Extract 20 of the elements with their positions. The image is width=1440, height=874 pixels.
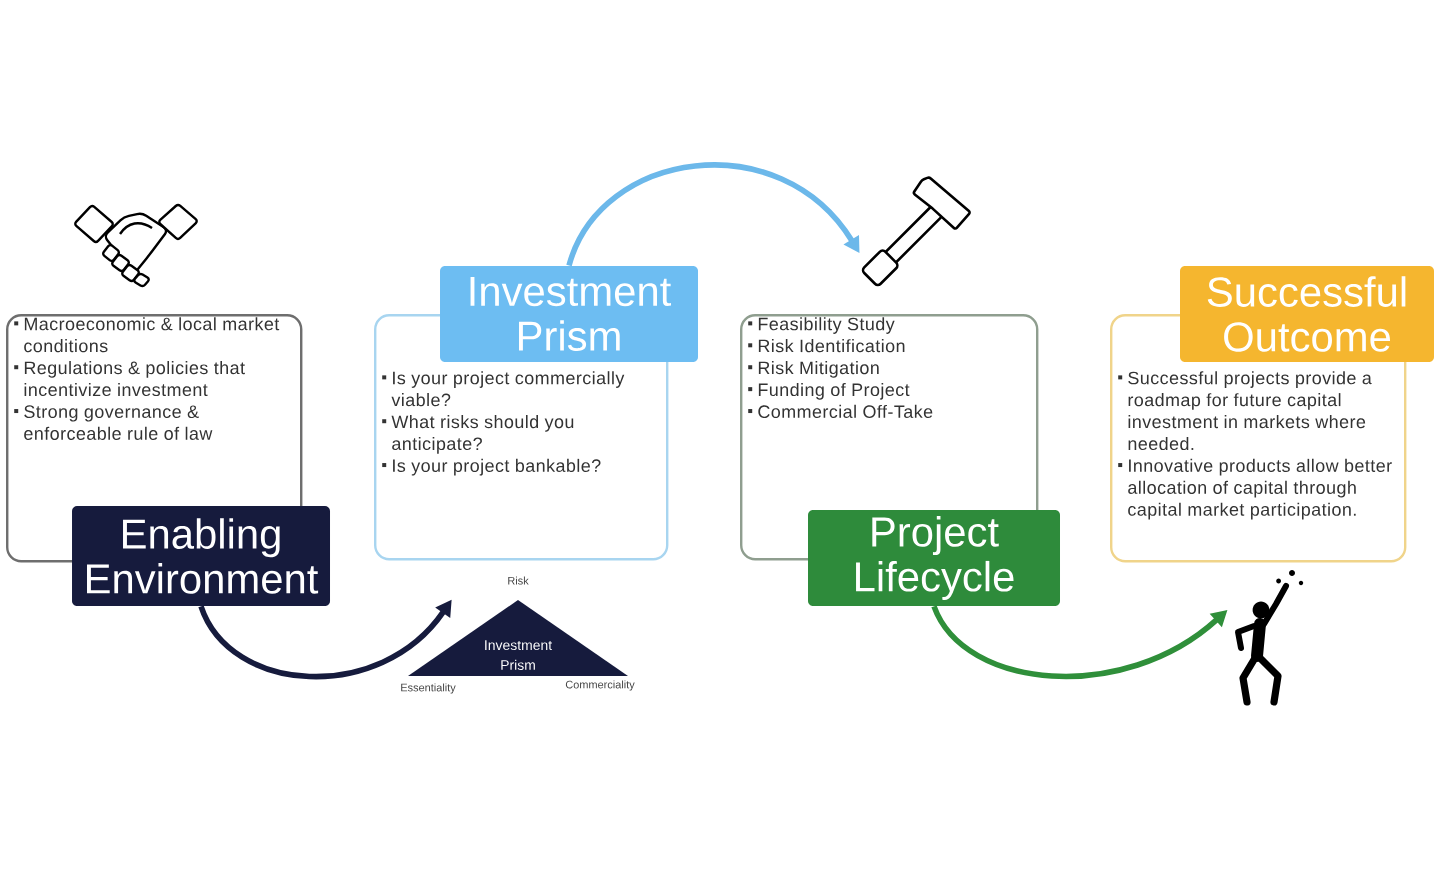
title-box: Enabling Environment xyxy=(72,506,330,606)
list-item: Macroeconomic & local market conditions xyxy=(24,317,280,353)
list-item: Is your project commercially viable? xyxy=(391,371,625,407)
list-item: Risk Mitigation xyxy=(758,361,879,378)
person-icon xyxy=(1235,570,1304,706)
list-item: What risks should you anticipate? xyxy=(391,415,574,454)
list-item: Successful projects provide a roadmap for future capital investment in markets where needed. xyxy=(1128,371,1372,451)
list-item: Funding of Project xyxy=(758,382,910,400)
list-item: Risk Identification xyxy=(758,339,905,353)
list-item: Commercial Off-Take xyxy=(758,404,933,419)
list-item: Feasibility Study xyxy=(758,317,895,334)
list-item: Strong governance & enforceable rule of law xyxy=(24,405,213,440)
list-item: Regulations & policies that incentivize investment xyxy=(24,361,245,397)
title-box: Investment Prism xyxy=(440,266,698,362)
hammer-icon xyxy=(861,176,971,287)
title-box: Project Lifecycle xyxy=(808,510,1060,606)
list-item: Is your project bankable? xyxy=(393,458,601,476)
title-box: Successful Outcome xyxy=(1180,266,1434,362)
curved-arrow xyxy=(566,162,860,267)
list-item: Innovative products allow better allocation of capital through capital market participation. xyxy=(1128,458,1392,520)
